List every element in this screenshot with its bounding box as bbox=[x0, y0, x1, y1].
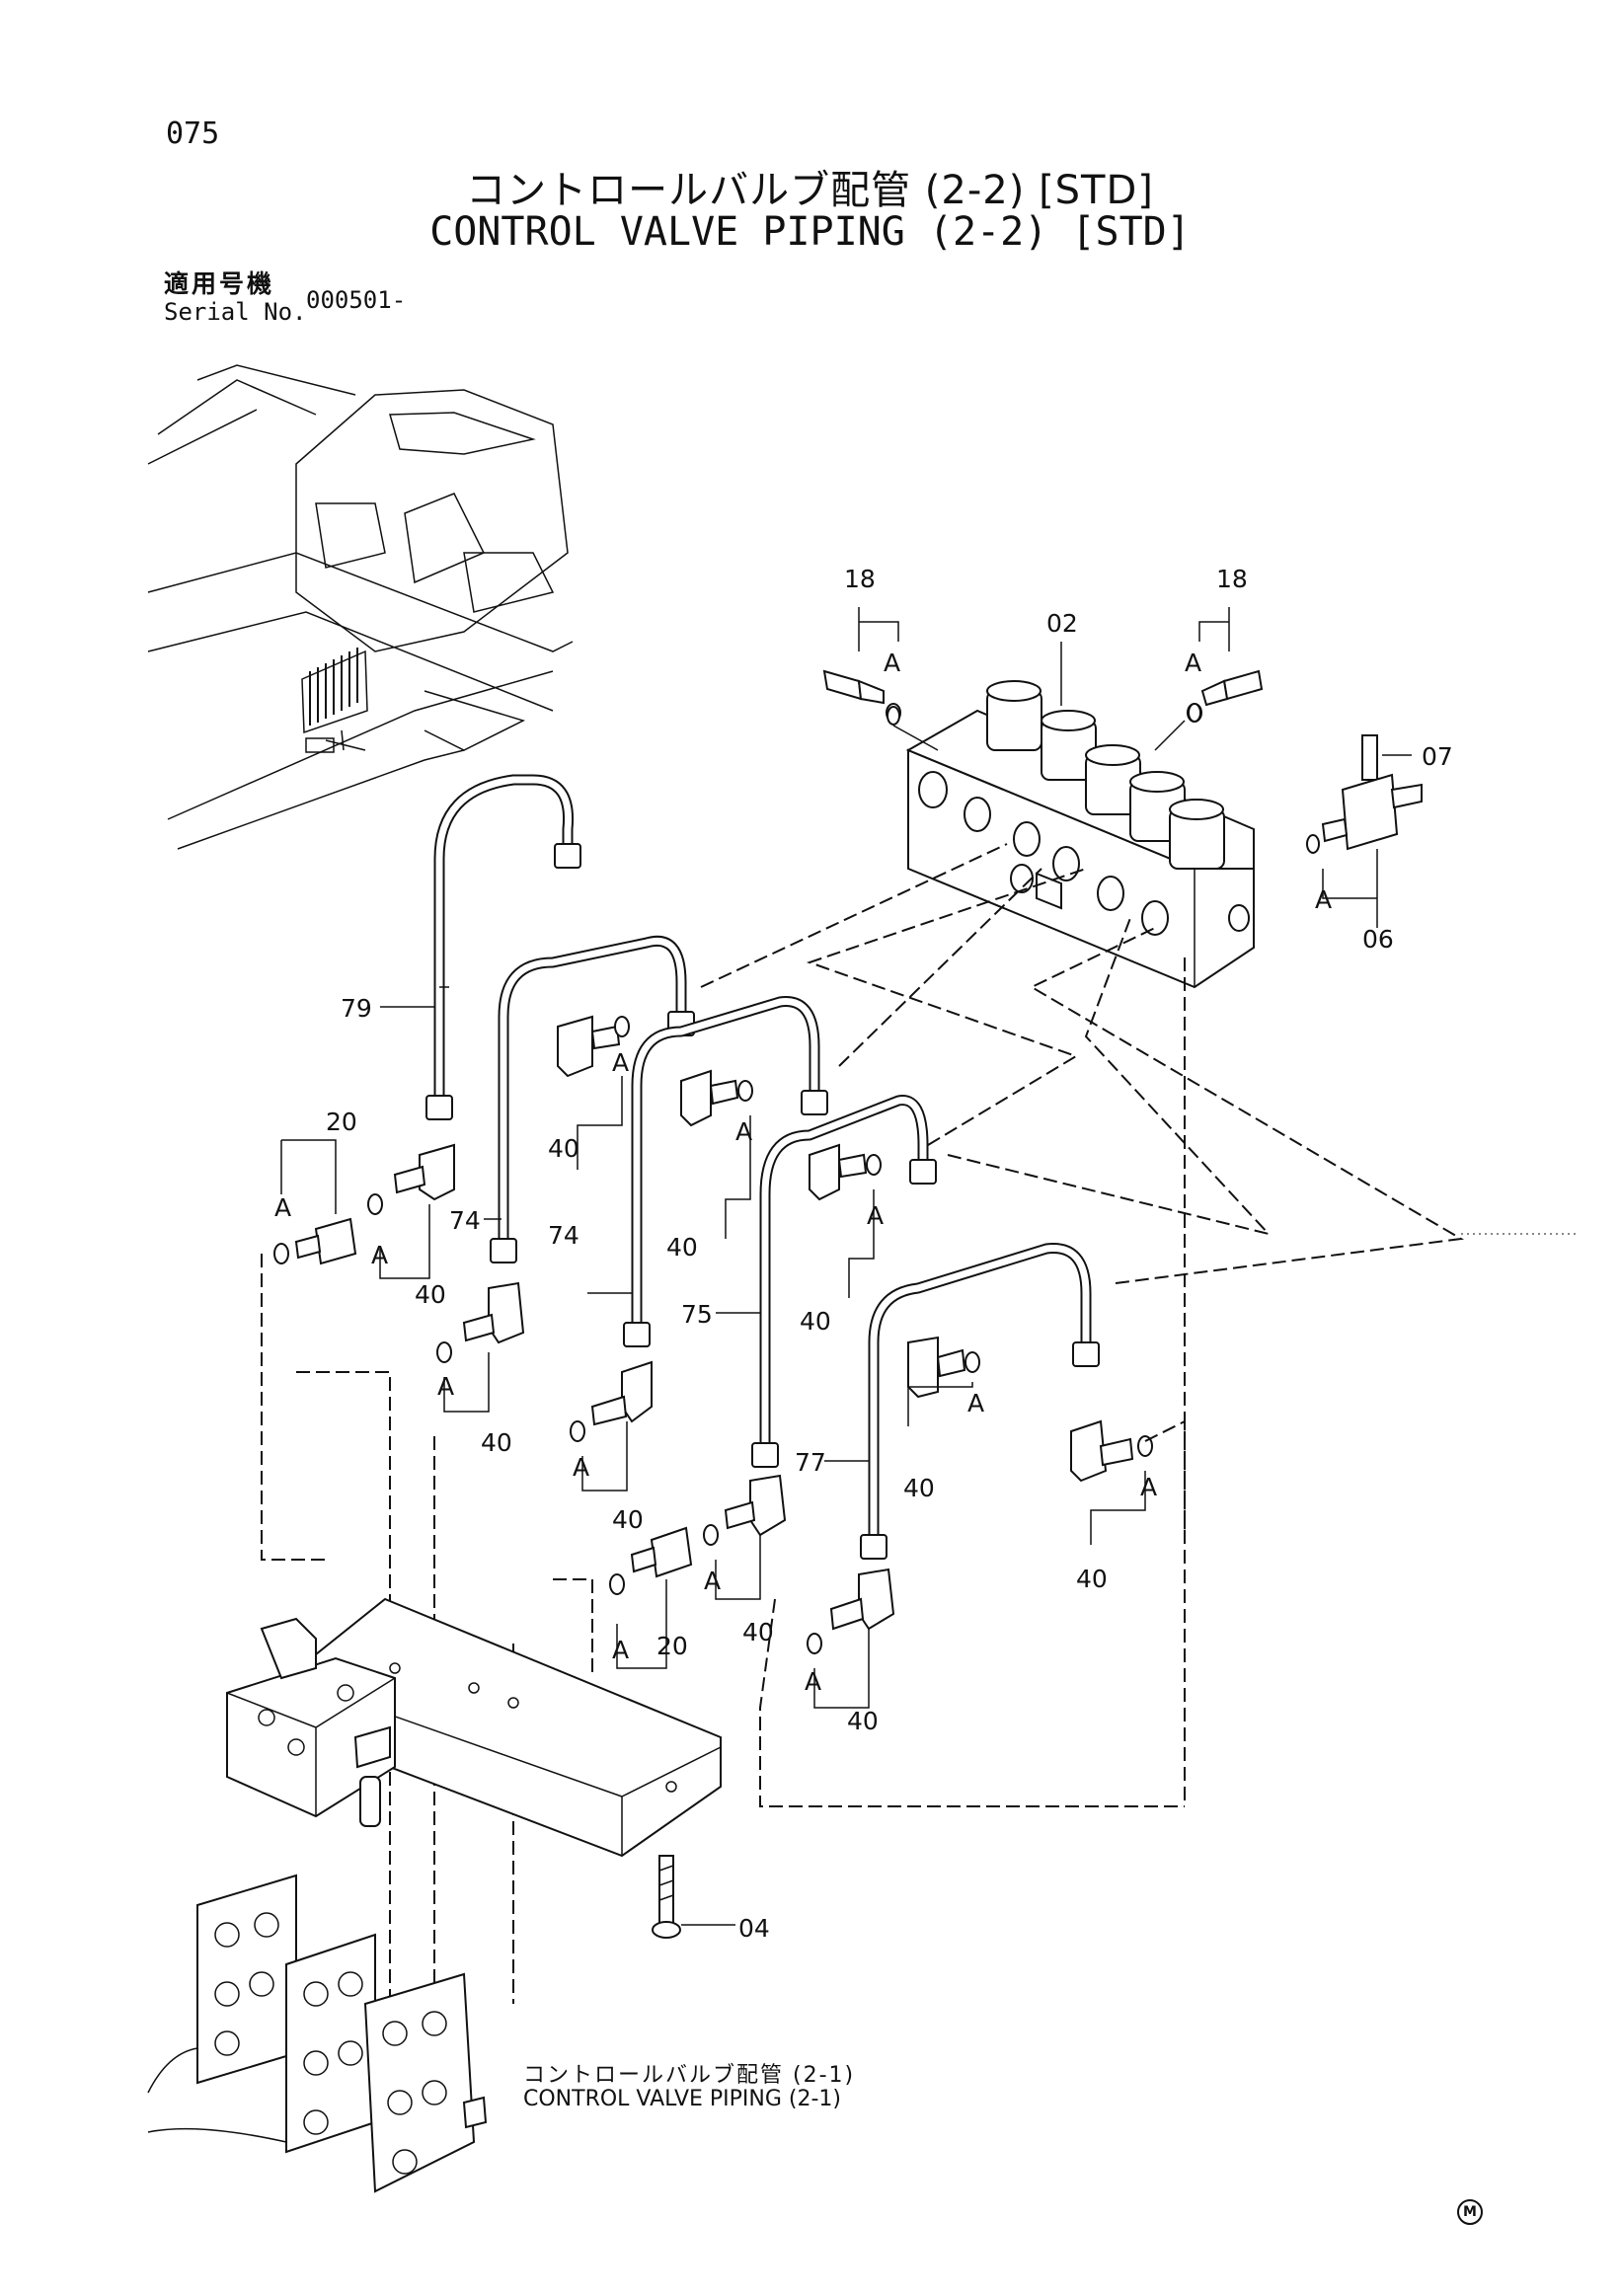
detail-marker-a: A bbox=[735, 1117, 752, 1146]
part-label-07: 07 bbox=[1422, 742, 1453, 771]
part-label-40: 40 bbox=[903, 1474, 935, 1502]
control-valve-block bbox=[147, 1874, 488, 2193]
detail-marker-a: A bbox=[274, 1193, 291, 1222]
bolt-04 bbox=[652, 1855, 735, 1939]
pipe-74-b bbox=[623, 996, 828, 1347]
part-label-40: 40 bbox=[415, 1280, 446, 1309]
solenoid-valve-manifold bbox=[905, 680, 1255, 989]
adapters-20 bbox=[294, 1217, 693, 1578]
part-label-77: 77 bbox=[795, 1448, 826, 1477]
detail-marker-a: A bbox=[1315, 885, 1332, 914]
detail-marker-a: A bbox=[612, 1048, 629, 1077]
part-label-40: 40 bbox=[847, 1707, 879, 1735]
detail-marker-a: A bbox=[371, 1241, 388, 1269]
part-label-40: 40 bbox=[481, 1428, 512, 1457]
detail-marker-a: A bbox=[967, 1389, 984, 1417]
callout-brackets bbox=[280, 986, 1146, 1709]
part-label-18-right: 18 bbox=[1216, 565, 1248, 593]
page-number: 075 bbox=[166, 116, 220, 151]
pipe-74-a bbox=[490, 936, 695, 1263]
detail-marker-a: A bbox=[437, 1372, 454, 1401]
part-label-74-right: 74 bbox=[548, 1221, 579, 1250]
page-title-japanese: コントロールバルブ配管 (2-2) [STD] bbox=[466, 168, 1154, 213]
o-rings bbox=[273, 703, 1201, 1654]
part-label-40: 40 bbox=[1076, 1565, 1108, 1593]
serial-label-japanese: 適用号機 bbox=[164, 269, 275, 298]
part-label-20-lower: 20 bbox=[656, 1632, 688, 1660]
part-label-40: 40 bbox=[800, 1307, 831, 1336]
part-label-40: 40 bbox=[612, 1505, 644, 1534]
detail-marker-a: A bbox=[867, 1201, 884, 1230]
part-label-02: 02 bbox=[1046, 609, 1078, 638]
detail-marker-a: A bbox=[805, 1667, 821, 1696]
part-label-40: 40 bbox=[742, 1618, 774, 1646]
part-labels: 18 18 02 07 06 79 20 74 74 75 77 20 04 4… bbox=[274, 565, 1453, 1943]
detail-marker-a: A bbox=[573, 1453, 589, 1482]
part-label-75: 75 bbox=[681, 1300, 713, 1329]
part-label-18-left: 18 bbox=[844, 565, 876, 593]
part-label-40: 40 bbox=[548, 1134, 579, 1163]
detail-marker-a: A bbox=[704, 1567, 721, 1595]
detail-marker-a: A bbox=[884, 649, 900, 677]
fitting-06-07 bbox=[1306, 734, 1423, 854]
elbow-fittings-40 bbox=[393, 1015, 1134, 1631]
part-label-06: 06 bbox=[1362, 925, 1394, 954]
pipe-75 bbox=[751, 1095, 937, 1468]
lower-fitting-block bbox=[226, 1617, 396, 1827]
reference-label: CONTROL VALVE PIPING (2-1) bbox=[523, 2087, 842, 2111]
detail-marker-a: A bbox=[612, 1636, 629, 1664]
part-label-40: 40 bbox=[666, 1233, 698, 1262]
callout-lines-top bbox=[858, 607, 1412, 928]
pipe-77 bbox=[860, 1243, 1100, 1560]
page-title: CONTROL VALVE PIPING (2-2) [STD] bbox=[429, 209, 1191, 255]
reference-label-japanese: コントロールバルブ配管 (2-1) bbox=[523, 2063, 856, 2088]
m-mark-icon: M bbox=[1457, 2199, 1483, 2225]
serial-label: Serial No. bbox=[164, 298, 307, 326]
part-label-20-upper: 20 bbox=[326, 1108, 357, 1136]
detail-marker-a: A bbox=[1140, 1473, 1157, 1501]
part-label-04: 04 bbox=[738, 1914, 770, 1943]
detail-marker-a: A bbox=[1185, 649, 1201, 677]
excavator-cab-sketch bbox=[147, 364, 574, 850]
serial-number: 000501- bbox=[306, 286, 407, 314]
part-label-74-left: 74 bbox=[449, 1206, 481, 1235]
part-label-79: 79 bbox=[341, 994, 372, 1023]
pipe-79 bbox=[425, 774, 581, 1120]
routing-lines bbox=[261, 843, 1580, 2033]
